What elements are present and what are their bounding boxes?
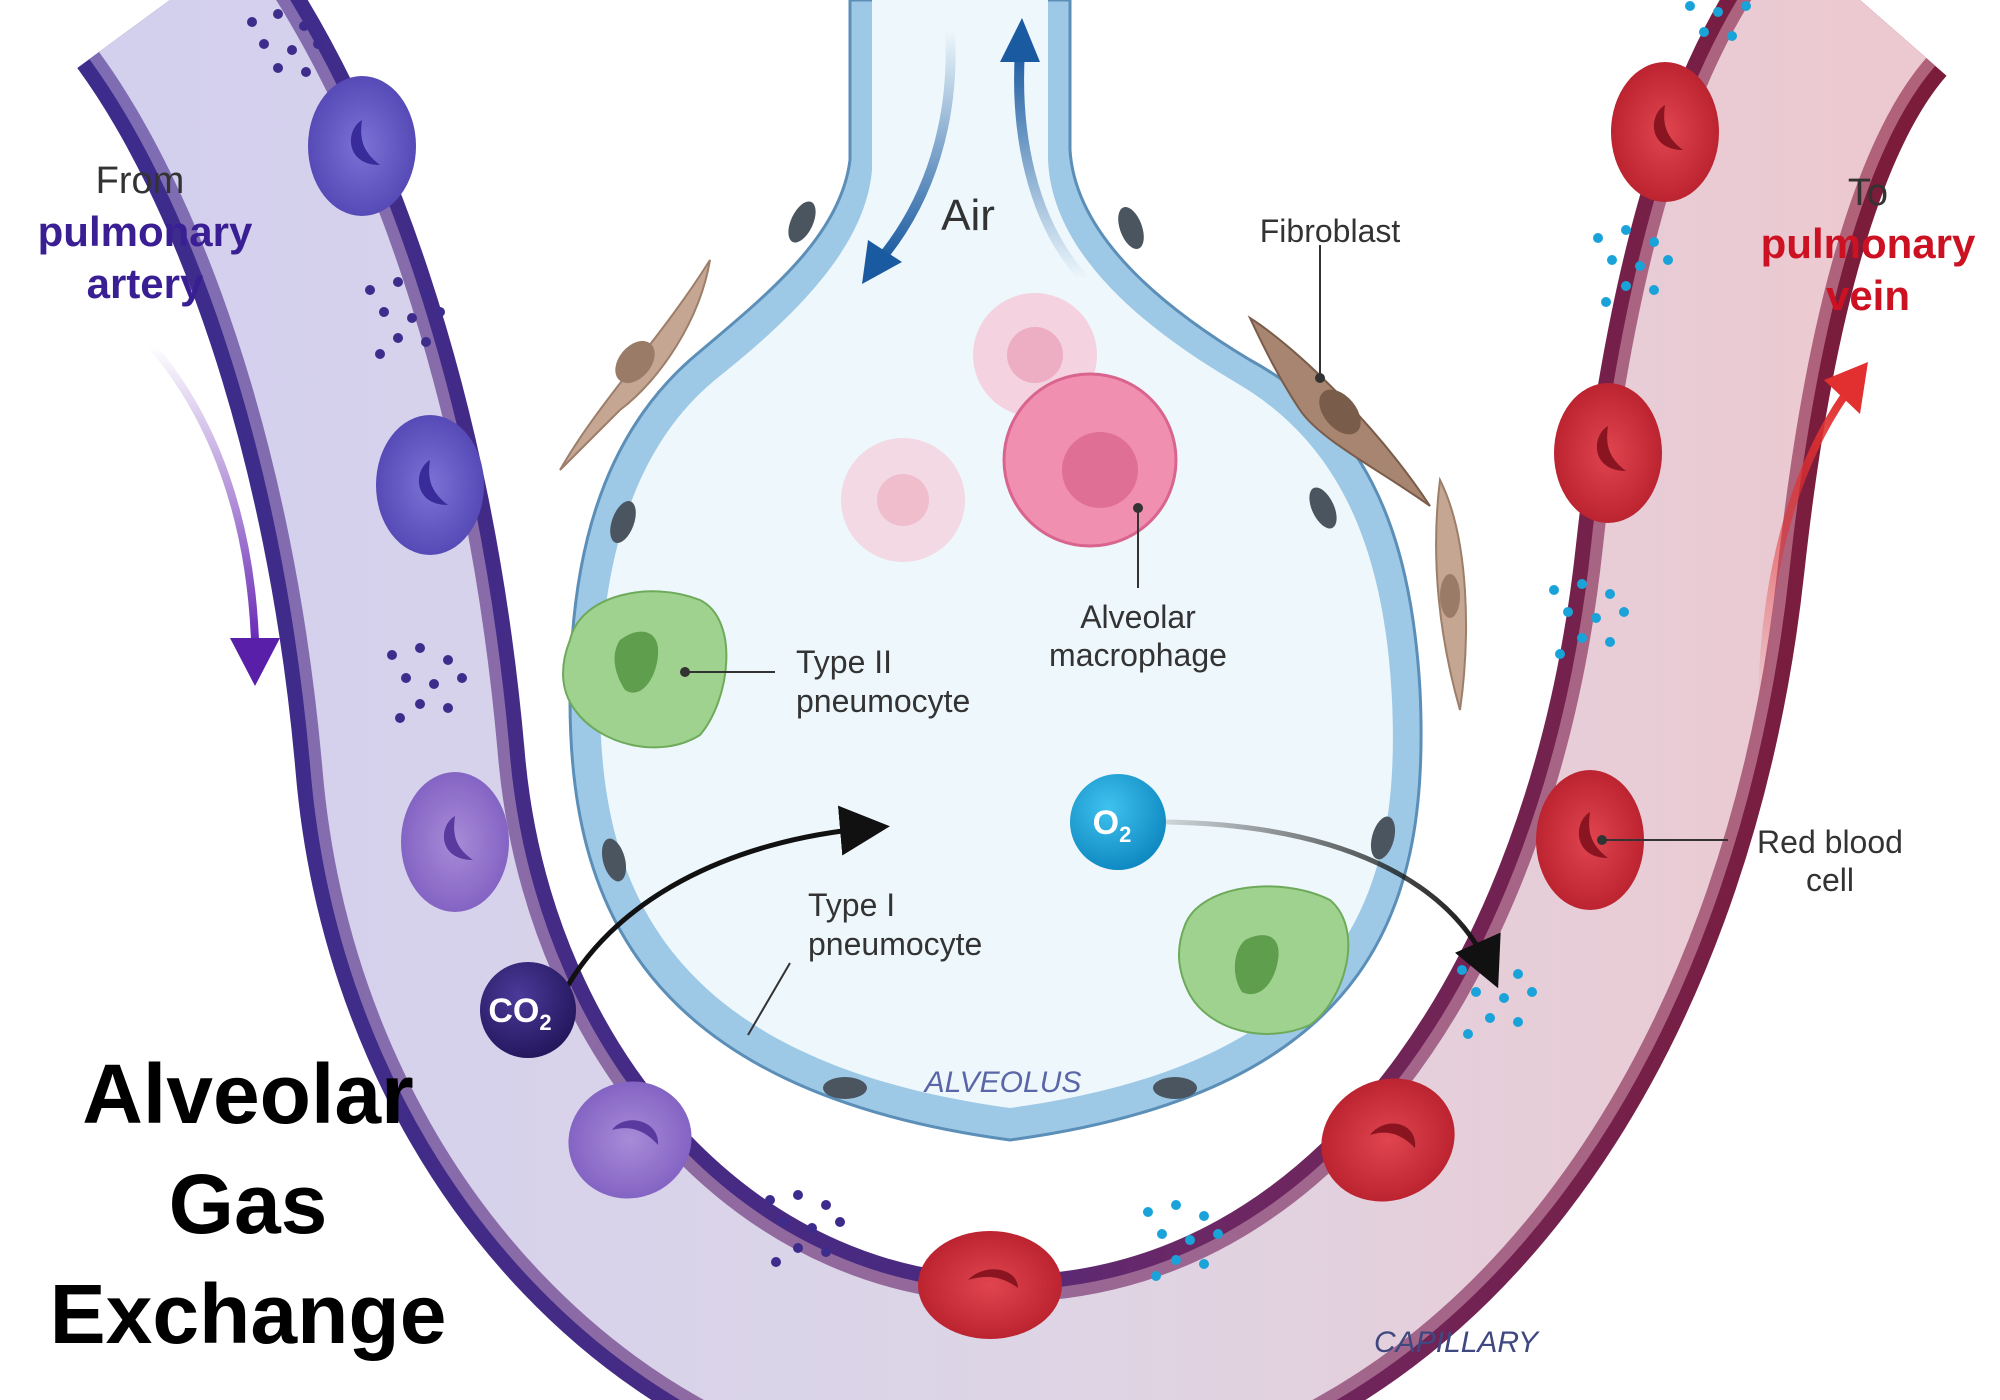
type-i-label-line1: Type I — [808, 887, 895, 923]
type-i-leader-line — [747, 962, 791, 1036]
co2-label: CO — [488, 992, 539, 1030]
artery-from-label: From — [96, 160, 185, 202]
rbc-mixed-2 — [568, 1081, 692, 1199]
o2-label: O — [1093, 804, 1119, 842]
type-i-label-line2: pneumocyte — [808, 926, 982, 962]
arterial-flow-arrow-icon — [148, 343, 259, 641]
o2-diffusion-arrow-icon — [1165, 819, 1501, 989]
alveolus — [568, 0, 1423, 1142]
type-ii-label-line1: Type II — [796, 644, 892, 680]
vein-label-line1: pulmonary — [1761, 220, 1976, 267]
macrophage-leader-dot — [1133, 503, 1143, 513]
fibroblast-label: Fibroblast — [1260, 213, 1401, 249]
red-blood-cell-label-line1: Red blood — [1757, 824, 1903, 860]
co2-dots-clusters — [247, 9, 845, 1267]
red-blood-cell-label-line2: cell — [1806, 862, 1854, 898]
alveolar-macrophages — [841, 293, 1178, 562]
co2-molecule: CO2 — [480, 962, 576, 1058]
svg-text:O2: O2 — [1093, 804, 1132, 847]
air-out-arrowhead — [1000, 18, 1040, 62]
air-out-arrow-icon — [1014, 49, 1089, 284]
type-i-pneumocyte-nuclei — [601, 201, 1396, 1099]
vein-to-label: To — [1848, 172, 1888, 214]
type-ii-pneumocyte-left — [562, 590, 728, 749]
type-ii-label-line2: pneumocyte — [796, 683, 970, 719]
o2-molecule: O2 — [1070, 774, 1166, 870]
svg-text:CO2: CO2 — [488, 992, 551, 1035]
capillary-vessel — [76, 0, 1948, 1400]
alveolar-macrophage-label-line2: macrophage — [1049, 637, 1227, 673]
o2-subscript: 2 — [1119, 822, 1131, 847]
artery-label-line2: artery — [87, 260, 204, 307]
title-line1: Alveolar — [82, 1047, 414, 1141]
rbc-leader-dot — [1597, 835, 1607, 845]
title-line2: Gas — [169, 1157, 328, 1251]
artery-label-line1: pulmonary — [38, 208, 253, 255]
red-blood-cells — [308, 62, 1719, 1339]
capillary-label: CAPILLARY — [1374, 1326, 1540, 1359]
co2-subscript: 2 — [539, 1010, 551, 1035]
type-ii-leader-dot — [680, 667, 690, 677]
fibroblasts — [559, 259, 1467, 711]
vein-label-line2: vein — [1826, 272, 1910, 319]
rbc-oxygenated-2 — [1321, 1078, 1455, 1202]
alveolus-label: ALVEOLUS — [923, 1066, 1082, 1099]
air-in-arrow-icon — [876, 29, 956, 264]
venous-flow-arrowhead — [1824, 362, 1868, 414]
rbc-oxygenated-1 — [918, 1231, 1062, 1339]
fibroblast-leader-dot — [1315, 373, 1325, 383]
arterial-flow-arrowhead — [230, 638, 280, 686]
air-in-arrowhead — [862, 240, 902, 284]
alveolar-macrophage-label-line1: Alveolar — [1080, 599, 1196, 635]
air-label: Air — [941, 191, 995, 240]
title-line3: Exchange — [50, 1267, 447, 1361]
alveolus-airspace — [600, 0, 1393, 1108]
macrophage-main-nucleus — [1062, 432, 1138, 508]
venous-flow-arrow-icon — [1758, 392, 1849, 701]
type-ii-pneumocyte-right — [1178, 885, 1350, 1035]
capillary-lumen — [98, 0, 1928, 1400]
diffusion-arrow-icon — [557, 805, 890, 1002]
